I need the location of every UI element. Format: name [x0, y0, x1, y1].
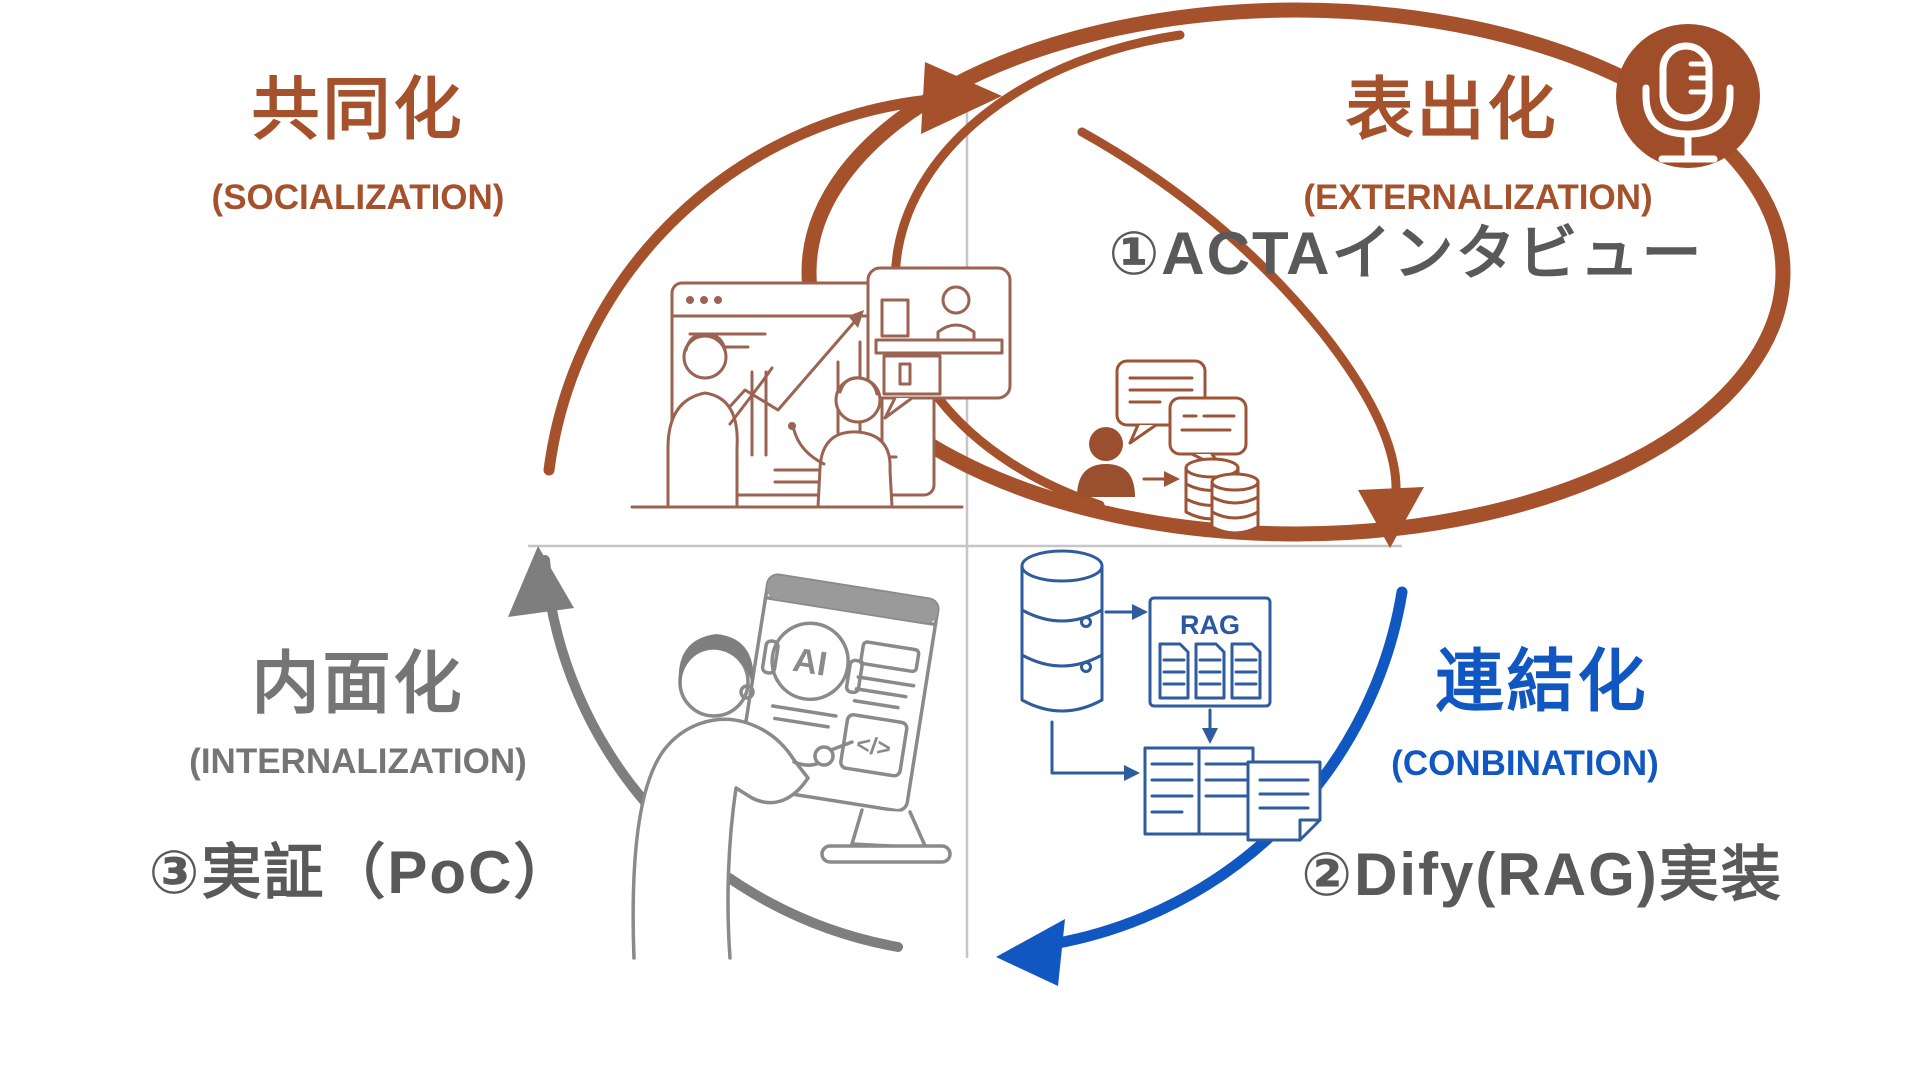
- combination-title-jp: 連結化: [1435, 644, 1649, 720]
- rag-doc-icons: [1158, 642, 1262, 700]
- ai-badge-label: AI: [790, 641, 830, 684]
- externalization-illustration: [1077, 359, 1260, 535]
- code-glyph: </>: [854, 731, 892, 763]
- quadrant-dividers: [528, 88, 1402, 958]
- arrow-up-icon: [508, 546, 574, 617]
- internalization-illustration: </> AI: [631, 573, 952, 960]
- internalization-title-en: (INTERNALIZATION): [189, 742, 527, 781]
- microphone-icon: [1616, 24, 1760, 168]
- socialization-title-jp: 共同化: [251, 72, 465, 148]
- cycle-arc-socialization: [543, 62, 1002, 476]
- combination-title-en: (CONBINATION): [1391, 744, 1659, 783]
- combination-illustration: RAG: [1020, 549, 1322, 842]
- externalization-title-en: (EXTERNALIZATION): [1303, 178, 1653, 217]
- step-3-poc: ③実証（PoC）: [148, 839, 576, 906]
- rag-box-label: RAG: [1180, 610, 1240, 640]
- arrow-right-icon: [921, 62, 1002, 134]
- socialization-title-en: (SOCIALIZATION): [211, 178, 505, 217]
- socialization-illustration: [630, 266, 1012, 509]
- arrow-left-icon: [996, 919, 1065, 986]
- arrow-down-icon: [1358, 487, 1424, 548]
- externalization-title-jp: 表出化: [1345, 72, 1559, 148]
- internalization-title-jp: 内面化: [251, 646, 465, 722]
- step-1-acta-interview: ①ACTAインタビュー: [1108, 220, 1704, 287]
- externalization-emphasis-loop: [801, 2, 1791, 548]
- step-2-dify-rag: ②Dify(RAG)実装: [1301, 841, 1783, 908]
